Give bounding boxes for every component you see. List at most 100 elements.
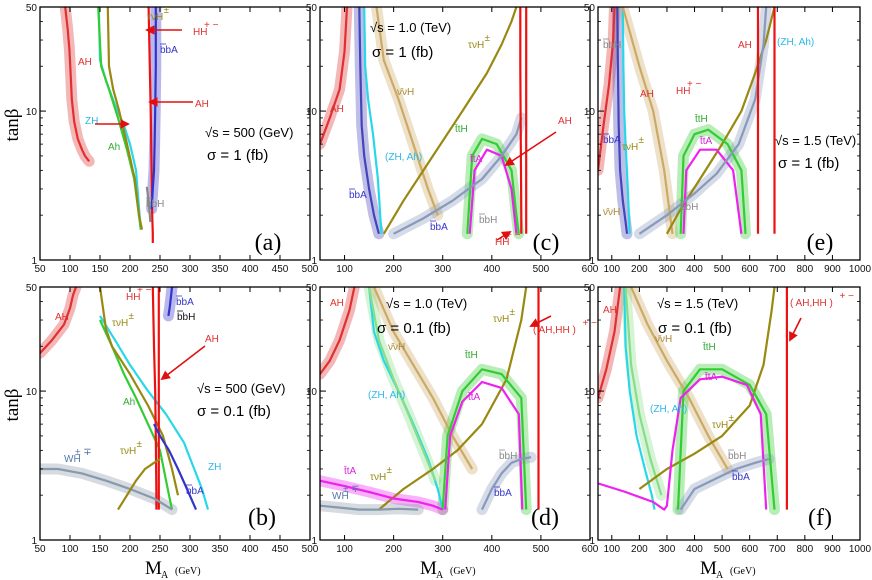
series-label-b-2: bbA — [176, 297, 194, 308]
series-line-a-3 — [106, 7, 144, 230]
series-label-sup-d-8: ± — [387, 465, 393, 476]
series-label-f-3: t̄tA — [704, 371, 717, 383]
plot-frame-f — [597, 286, 861, 541]
series-band-c-3 — [371, 7, 444, 221]
series-line-e-3 — [621, 7, 674, 234]
series-label-sup-d-6: + − — [583, 318, 598, 329]
series-label-b-6: Ah — [123, 397, 135, 408]
series-label-d-5: τνH — [493, 314, 509, 325]
x-tick-label-f-5: 600 — [741, 544, 758, 555]
series-label-d-0: AH — [330, 298, 344, 309]
y-tick-label-e-1: 10 — [584, 107, 596, 118]
series-label-sup-f-8: + − — [840, 291, 855, 302]
y-axis-label-top: tanβ — [2, 109, 23, 142]
series-line-b-6 — [167, 287, 174, 317]
x-tick-label-f-8: 900 — [824, 544, 841, 555]
x-tick-label-a-0: 50 — [34, 264, 46, 275]
plot-frame-c — [319, 6, 591, 261]
series-label-b-7: WH — [64, 454, 81, 465]
x-tick-label-b-9: 500 — [302, 544, 319, 555]
y-tick-label-a-0: 1 — [31, 256, 37, 267]
series-line-f-2 — [624, 287, 663, 496]
series-line-c-2 — [363, 7, 383, 234]
sigma-label-b: σ = 0.1 (fb) — [197, 403, 271, 420]
sqrt-s-label-b: √s = 500 (GeV) — [197, 381, 285, 396]
series-label-b-9: ZH — [208, 462, 221, 473]
svg-text:M: M — [420, 558, 437, 579]
series-line-c-3 — [375, 7, 439, 216]
x-tick-label-f-4: 500 — [714, 544, 731, 555]
svg-text:A: A — [161, 570, 169, 580]
sqrt-s-label-e: √s = 1.5 (TeV) — [775, 133, 856, 148]
annotation-arrow-c-0 — [504, 131, 557, 167]
series-label-d-7: t̄tA — [343, 465, 356, 477]
x-tick-label-b-1: 100 — [62, 544, 79, 555]
y-tick-label-c-1: 10 — [306, 107, 318, 118]
x-tick-label-a-6: 350 — [212, 264, 229, 275]
x-tick-label-b-0: 50 — [34, 544, 46, 555]
x-tick-label-a-4: 250 — [152, 264, 169, 275]
annotation-arrow-f-0 — [789, 317, 802, 342]
sigma-label-e: σ = 1 (fb) — [778, 155, 839, 172]
series-line-b-7 — [40, 467, 173, 511]
series-label-c-10: HH — [495, 237, 509, 248]
x-tick-label-e-8: 900 — [824, 264, 841, 275]
series-label-c-4: τνH — [468, 40, 484, 51]
series-label-sup-d-9: ± ∓ — [343, 484, 360, 495]
series-line-e-0 — [598, 7, 616, 171]
panel-label-a: (a) — [255, 230, 282, 256]
x-tick-label-d-1: 200 — [385, 544, 402, 555]
series-label-e-7: AH — [738, 40, 752, 51]
series-line-d-2 — [368, 287, 437, 482]
series-group-e — [598, 7, 776, 240]
series-label-sup-f-5: ± — [729, 413, 735, 424]
series-band-c-0 — [320, 7, 353, 150]
x-tick-label-a-9: 500 — [302, 264, 319, 275]
series-label-d-6: ( AH,HH ) — [533, 325, 576, 336]
x-tick-label-e-9: 1000 — [849, 264, 872, 275]
series-label-d-8: τνH — [370, 472, 386, 483]
series-band-e-3 — [617, 7, 678, 240]
series-label-a-5: ZH — [85, 116, 98, 127]
x-tick-label-a-3: 200 — [122, 264, 139, 275]
series-line-c-5 — [466, 137, 520, 234]
series-band-b-7 — [40, 463, 178, 516]
series-label-e-9: bbA — [603, 135, 621, 146]
x-tick-label-e-4: 500 — [714, 264, 731, 275]
svg-text:A: A — [436, 570, 444, 580]
panel-label-e: (e) — [807, 230, 834, 256]
x-tick-label-f-1: 200 — [631, 544, 648, 555]
series-label-sup-b-7: ± ∓ — [75, 447, 92, 458]
series-label-e-8: (ZH, Ah) — [777, 37, 814, 48]
series-line-e-5 — [679, 128, 747, 234]
series-label-f-8: ( AH,HH ) — [790, 298, 833, 309]
panel-label-b: (b) — [248, 505, 276, 531]
series-line-f-1 — [623, 287, 656, 510]
series-line-c-7 — [393, 117, 523, 235]
series-line-f-6 — [598, 375, 768, 511]
x-axis-label-1: M A (GeV) — [145, 558, 201, 580]
series-label-d-11: bbA — [494, 488, 512, 499]
series-label-e-0: bbH — [603, 40, 621, 51]
series-line-b-1 — [99, 315, 210, 510]
x-axis-label-2: M A (GeV) — [420, 558, 476, 580]
x-tick-label-e-7: 800 — [796, 264, 813, 275]
sigma-label-a: σ = 1 (fb) — [207, 147, 268, 164]
x-tick-label-c-5: 600 — [582, 264, 599, 275]
series-line-b-4 — [151, 287, 158, 510]
x-tick-label-e-0: 100 — [603, 264, 620, 275]
series-label-a-2: HH — [193, 27, 207, 38]
sigma-label-f: σ = 0.1 (fb) — [658, 320, 732, 337]
series-label-f-7: bbA — [732, 472, 750, 483]
x-tick-label-b-5: 300 — [182, 544, 199, 555]
series-line-b-9 — [153, 423, 198, 511]
series-label-c-8: bbH — [479, 215, 497, 226]
series-line-b-3 — [98, 287, 180, 496]
series-label-f-6: bbH — [728, 451, 746, 462]
series-label-sup-c-10: + − — [506, 230, 521, 241]
x-tick-label-f-2: 300 — [659, 544, 676, 555]
series-line-f-5 — [676, 368, 776, 510]
